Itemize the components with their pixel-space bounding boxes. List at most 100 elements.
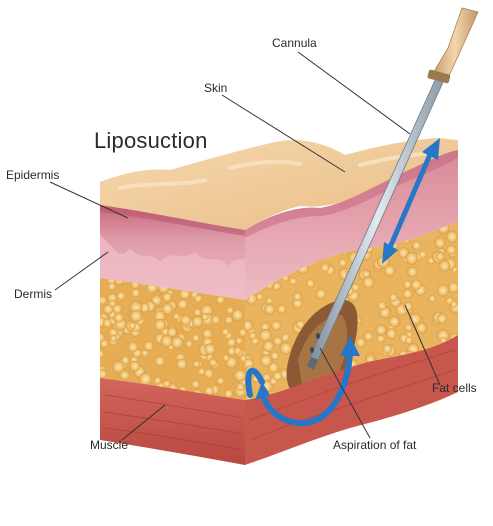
fat-cell [375, 324, 387, 336]
fat-cell [215, 295, 225, 305]
fat-cell [446, 244, 457, 255]
fat-cell [450, 300, 458, 308]
fat-cell [209, 358, 218, 367]
fat-cell [293, 292, 302, 301]
fat-cell [128, 322, 136, 330]
fat-cell [107, 282, 117, 291]
fat-cell [143, 340, 154, 352]
label-skin: Skin [204, 81, 228, 95]
fat-cell [236, 382, 245, 392]
label-fat-cells: Fat cells [432, 381, 477, 395]
fat-cell [131, 288, 141, 298]
dermis-side-layer [245, 150, 458, 300]
fat-cell [222, 354, 230, 362]
fat-cell [154, 318, 167, 331]
fat-cell [121, 355, 130, 365]
fat-cell [265, 297, 273, 305]
fat-cell [272, 371, 283, 381]
fat-cell [116, 291, 126, 301]
fat-cell [447, 281, 458, 294]
fat-cell [255, 292, 264, 301]
fat-cell [363, 331, 374, 342]
fat-cell [204, 343, 216, 355]
fat-cell [193, 308, 202, 317]
fat-cell [404, 323, 413, 332]
fat-cell [281, 333, 290, 342]
fat-cell [224, 389, 234, 399]
fat-cell [192, 334, 200, 342]
aspiration-arrow [260, 345, 353, 426]
fat-cell [259, 354, 273, 368]
leader-lines [49, 51, 441, 441]
fat-cell [103, 304, 114, 315]
fat-cell [436, 313, 448, 324]
fat-cell [295, 319, 305, 329]
fat-cell [201, 313, 209, 321]
fat-cell [224, 315, 233, 325]
label-dermis: Dermis [14, 287, 52, 301]
fat-cell [216, 377, 225, 385]
fat-cell [180, 314, 192, 326]
fat-cell [231, 308, 244, 322]
fat-cell [100, 332, 105, 343]
fat-cell [402, 288, 413, 299]
cannula [307, 7, 479, 370]
fat-cell [100, 349, 105, 358]
fat-cell [406, 266, 418, 278]
fat-cell [204, 386, 215, 396]
fat-cell [100, 369, 108, 379]
fat-cell [428, 294, 436, 303]
fat-cell [239, 354, 245, 363]
fat-cell [435, 252, 445, 261]
fat-cell [315, 288, 327, 300]
fat-cell [160, 334, 173, 348]
fat-cell [226, 306, 234, 314]
fat-cell [139, 372, 153, 386]
fat-cell [172, 312, 181, 320]
fat-cell [233, 346, 242, 355]
fat-cell [161, 302, 174, 315]
fat-cell [446, 230, 458, 243]
fat-cell [167, 327, 178, 338]
fat-cell [235, 337, 243, 345]
fat-cell [262, 373, 271, 382]
fat-cell [271, 320, 282, 331]
fat-cell [127, 341, 139, 353]
fat-cell [194, 294, 203, 303]
fat-cell [383, 264, 396, 277]
fat-cell [405, 336, 413, 345]
fat-cell [418, 250, 427, 259]
fat-cell [129, 360, 141, 372]
fat-cell [203, 368, 214, 379]
fat-cell [197, 367, 206, 376]
fat-cell [112, 304, 123, 314]
fat-cell [279, 342, 293, 355]
fat-cell [108, 328, 118, 338]
fat-cell [226, 346, 237, 356]
fat-cell [170, 336, 184, 349]
fat-cell [388, 316, 400, 328]
fat-cell [382, 344, 393, 354]
fat-cell [153, 376, 162, 385]
cannula-motion-arrow [382, 138, 440, 264]
fat-cell [362, 270, 371, 278]
fat-cell [415, 322, 427, 334]
fat-cell [154, 355, 166, 367]
fat-cell [191, 379, 200, 389]
muscle-side-layer [245, 335, 458, 465]
fat-cell [434, 237, 446, 249]
fat-cell [177, 299, 188, 310]
label-aspiration-of-fat: Aspiration of fat [333, 438, 417, 452]
fat-cell [109, 334, 117, 342]
fat-cell [210, 314, 221, 325]
fat-cell [202, 328, 213, 339]
fat-cell [233, 369, 245, 382]
fat-cell [270, 351, 280, 361]
fat-cell [262, 340, 275, 353]
fat-cell [320, 263, 330, 273]
fat-cell [113, 312, 124, 323]
fat-cell [376, 334, 385, 343]
fat-cell [377, 301, 387, 311]
